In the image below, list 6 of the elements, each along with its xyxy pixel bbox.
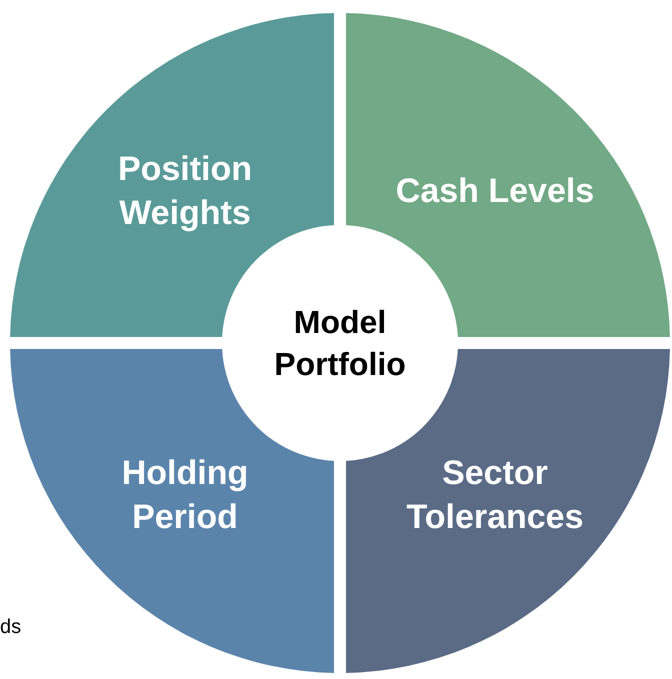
segment-label: Position Weights <box>116 149 254 234</box>
segment-label: Sector Tolerances <box>405 453 584 538</box>
text-fragment: ds <box>0 616 22 639</box>
segment-label: Holding Period <box>120 453 250 538</box>
center-label: Model Portfolio <box>273 303 407 384</box>
segment-label: Cash Levels <box>394 171 596 212</box>
